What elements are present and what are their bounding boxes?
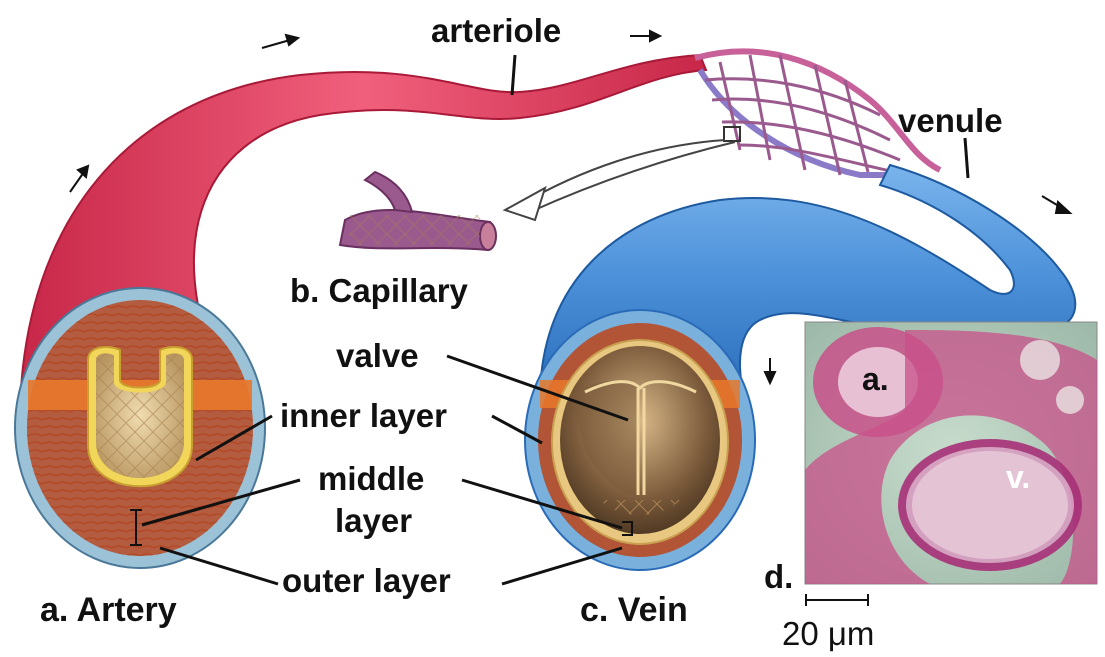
flow-arrow-icon [765,372,775,383]
vein-cross-section [525,310,755,570]
label-middle-layer-line1: middle [318,460,424,497]
label-venule: venule [898,102,1003,139]
label-artery: a. Artery [40,591,177,629]
flow-arrow-icon [78,166,88,177]
label-valve: valve [336,337,419,374]
micrograph [805,322,1097,584]
flow-arrow-icon [1056,202,1070,213]
label-middle-layer-line2: layer [335,502,412,539]
flow-arrow-icon [286,35,298,45]
scale-bar [806,594,868,606]
artery-cross-section [15,288,265,568]
label-vein: c. Vein [580,591,688,629]
label-scale-bar: 20 μm [782,615,874,652]
label-micrograph-artery: a. [862,361,889,397]
label-outer-layer: outer layer [282,562,451,599]
label-inner-layer: inner layer [280,397,447,434]
label-micrograph-panel: d. [764,558,793,595]
label-micrograph-vein: v. [1006,459,1030,495]
label-capillary: b. Capillary [290,272,469,309]
flow-arrow-icon [650,31,660,41]
capillary-illustration [340,172,496,250]
label-arteriole: arteriole [431,12,561,49]
